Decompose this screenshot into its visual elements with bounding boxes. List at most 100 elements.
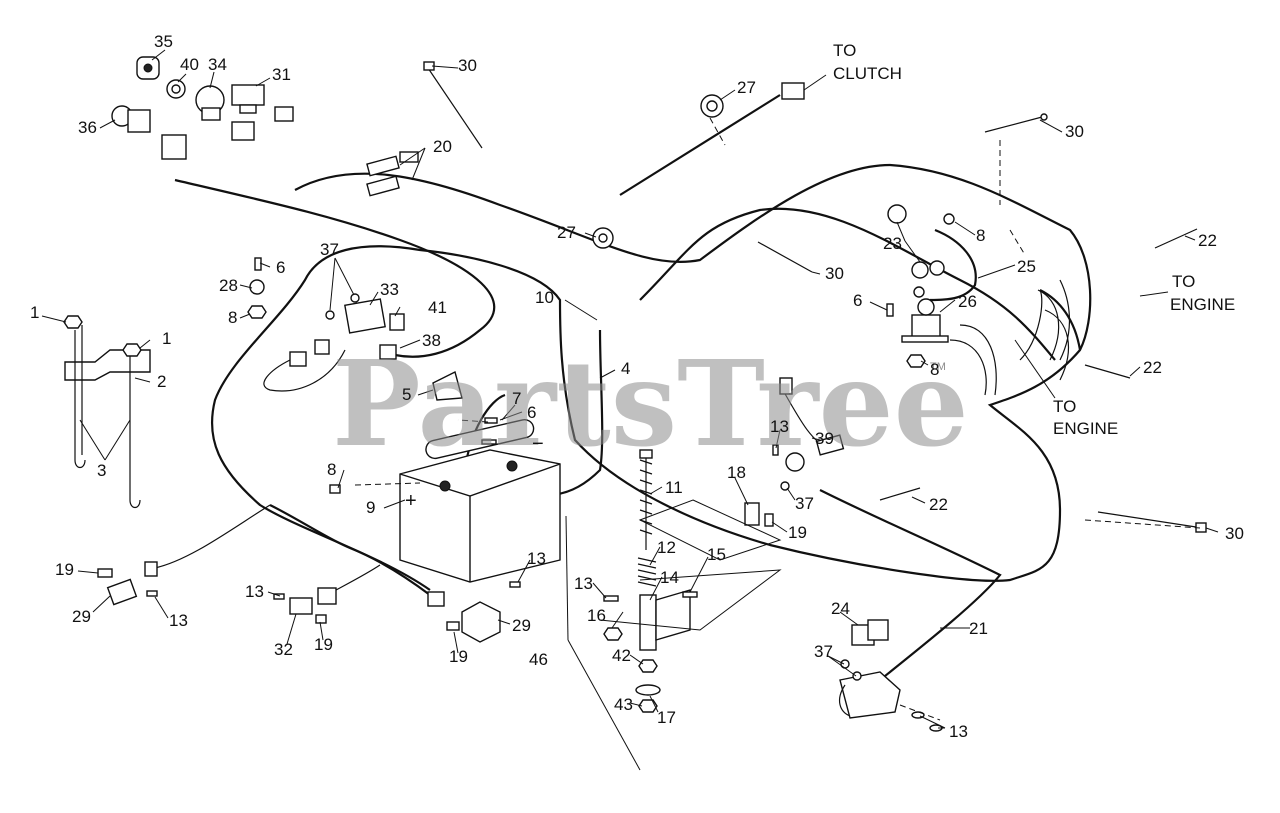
washer-17 — [635, 684, 661, 696]
grommet-27-mid — [592, 227, 614, 249]
cable-tie-30-right — [984, 113, 1048, 133]
callout: 39 — [815, 429, 834, 448]
connectors-20 — [366, 151, 419, 197]
note-to-engine-a-2: ENGINE — [1170, 295, 1235, 314]
callout: 25 — [1017, 257, 1036, 276]
callout: 19 — [314, 635, 333, 654]
switch-32 — [289, 587, 337, 615]
callout: 30 — [458, 56, 477, 75]
clutch-connector — [781, 82, 805, 100]
callout: 30 — [1225, 524, 1244, 543]
callout: 2 — [157, 372, 166, 391]
cable-tie-22 — [879, 228, 1198, 501]
callout: 46 — [529, 650, 548, 669]
nuts-42-43 — [638, 659, 658, 713]
switch-29-right — [461, 601, 501, 643]
callout: 5 — [402, 385, 411, 404]
switch-39 — [779, 377, 845, 472]
callout: 18 — [727, 463, 746, 482]
note-to-engine-a-1: TO — [1172, 272, 1195, 291]
j-bolts-3 — [74, 325, 141, 509]
module-33 — [344, 298, 405, 334]
callout: 27 — [557, 223, 576, 242]
callout: 22 — [929, 495, 948, 514]
key-switch-35 — [136, 56, 160, 80]
callout: 8 — [930, 360, 939, 379]
callout: 38 — [422, 331, 441, 350]
cable-tie-30-mid — [757, 241, 813, 273]
callout: 17 — [657, 708, 676, 727]
callout: 8 — [976, 226, 985, 245]
callout: 14 — [660, 568, 679, 587]
harness-to-engine — [1039, 289, 1082, 351]
callout: 8 — [228, 308, 237, 327]
callout-labels: 35 40 34 31 36 20 30 27 30 37 33 41 38 6… — [30, 32, 1244, 741]
callout: 9 — [366, 498, 375, 517]
callout: 37 — [795, 494, 814, 513]
callout: 33 — [380, 280, 399, 299]
callout: 13 — [245, 582, 264, 601]
callout: 15 — [707, 545, 726, 564]
watermark: PartsTree — [332, 334, 969, 473]
callout: 4 — [621, 359, 630, 378]
note-to-engine-b-2: ENGINE — [1053, 419, 1118, 438]
callout: 37 — [320, 240, 339, 259]
callout: 22 — [1143, 358, 1162, 377]
dashed-alignment-lines — [354, 117, 1201, 721]
callout: 6 — [276, 258, 285, 277]
callout: 7 — [512, 389, 521, 408]
callout: 19 — [788, 523, 807, 542]
connector-block — [161, 106, 294, 160]
callout: 10 — [535, 288, 554, 307]
starter-solenoid-26 — [901, 298, 949, 343]
watermark-trademark: TM — [930, 361, 946, 373]
callout: 30 — [825, 264, 844, 283]
callout: 19 — [449, 647, 468, 666]
callout: 29 — [72, 607, 91, 626]
battery-minus-sign: − — [532, 433, 544, 455]
relays-24 — [851, 619, 889, 646]
callout: 13 — [527, 549, 546, 568]
callout: 42 — [612, 646, 631, 665]
callout: 13 — [574, 574, 593, 593]
ignition-switch-34 — [195, 85, 225, 121]
note-to-clutch-1: TO — [833, 41, 856, 60]
callout: 30 — [1065, 122, 1084, 141]
callout: 1 — [162, 329, 171, 348]
grommet-27-top — [700, 94, 724, 118]
callout: 19 — [55, 560, 74, 579]
callout: 36 — [78, 118, 97, 137]
engine-leads — [949, 289, 1069, 396]
harness-right-lower — [819, 489, 1002, 681]
callout: 31 — [272, 65, 291, 84]
callout: 21 — [969, 619, 988, 638]
callout: 34 — [208, 55, 227, 74]
cable-25 — [929, 228, 977, 302]
nut-40 — [166, 79, 186, 99]
callout: 13 — [770, 417, 789, 436]
callout: 8 — [327, 460, 336, 479]
callout: 28 — [219, 276, 238, 295]
callout: 6 — [853, 291, 862, 310]
harness-to-clutch — [619, 94, 781, 196]
note-to-engine-b-1: TO — [1053, 397, 1076, 416]
switch-18 — [744, 502, 760, 526]
callout: 41 — [428, 298, 447, 317]
misc-hardware — [146, 213, 955, 732]
callout: 23 — [883, 234, 902, 253]
callout: 6 — [527, 403, 536, 422]
leader-lines — [41, 49, 1219, 771]
callout: 29 — [512, 616, 531, 635]
callout: 26 — [958, 292, 977, 311]
callout: 3 — [97, 461, 106, 480]
battery-9 — [399, 418, 561, 583]
switch-36 — [111, 105, 151, 133]
harness-left-switch-lead — [154, 504, 271, 569]
callout: 16 — [587, 606, 606, 625]
callout: 40 — [180, 55, 199, 74]
callout: 13 — [169, 611, 188, 630]
callout: 43 — [614, 695, 633, 714]
callout: 22 — [1198, 231, 1217, 250]
bracket-14 — [639, 589, 691, 651]
